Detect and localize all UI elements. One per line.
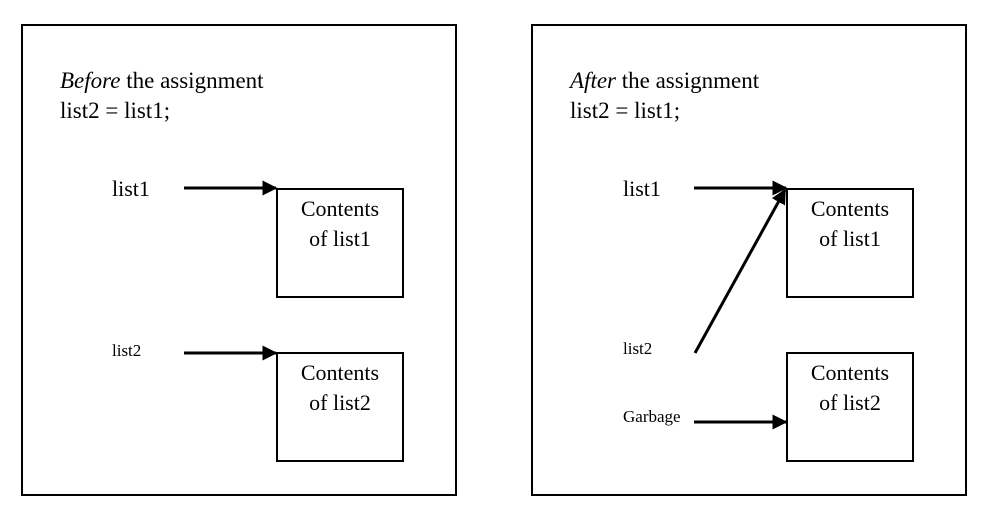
after-list2-contents-box: Contents of list2 (786, 352, 914, 462)
after-list1-contents-box: Contents of list1 (786, 188, 914, 298)
after-heading-rest: the assignment (616, 68, 760, 93)
after-box1-line1: Contents (810, 196, 890, 221)
before-heading: Before the assignment list2 = list1; (60, 66, 264, 126)
after-heading-italic: After (570, 68, 616, 93)
after-heading: After the assignment list2 = list1; (570, 66, 759, 126)
before-heading-line1: Before the assignment (60, 66, 264, 96)
before-list2-contents-box: Contents of list2 (276, 352, 404, 462)
before-list1-label: list1 (112, 176, 150, 201)
after-box2-line2: of list2 (819, 390, 881, 415)
after-heading-line1: After the assignment (570, 66, 759, 96)
before-box1-line2: of list1 (309, 226, 371, 251)
before-list1-contents-box: Contents of list1 (276, 188, 404, 298)
before-box2-line1: Contents (300, 360, 380, 385)
after-list1-label: list1 (623, 176, 661, 201)
before-heading-italic: Before (60, 68, 121, 93)
before-box1-line1: Contents (300, 196, 380, 221)
after-panel: After the assignment list2 = list1; list… (531, 24, 967, 496)
before-box2-line2: of list2 (309, 390, 371, 415)
after-list2-label: list2 (623, 339, 653, 358)
before-heading-rest: the assignment (120, 68, 264, 93)
after-box1-line2: of list1 (819, 226, 881, 251)
before-heading-code: list2 = list1; (60, 98, 171, 123)
before-list2-label: list2 (112, 341, 142, 360)
after-heading-code: list2 = list1; (570, 98, 681, 123)
after-garbage-label: Garbage (623, 407, 681, 426)
after-box2-line1: Contents (810, 360, 890, 385)
before-panel: Before the assignment list2 = list1; lis… (21, 24, 457, 496)
